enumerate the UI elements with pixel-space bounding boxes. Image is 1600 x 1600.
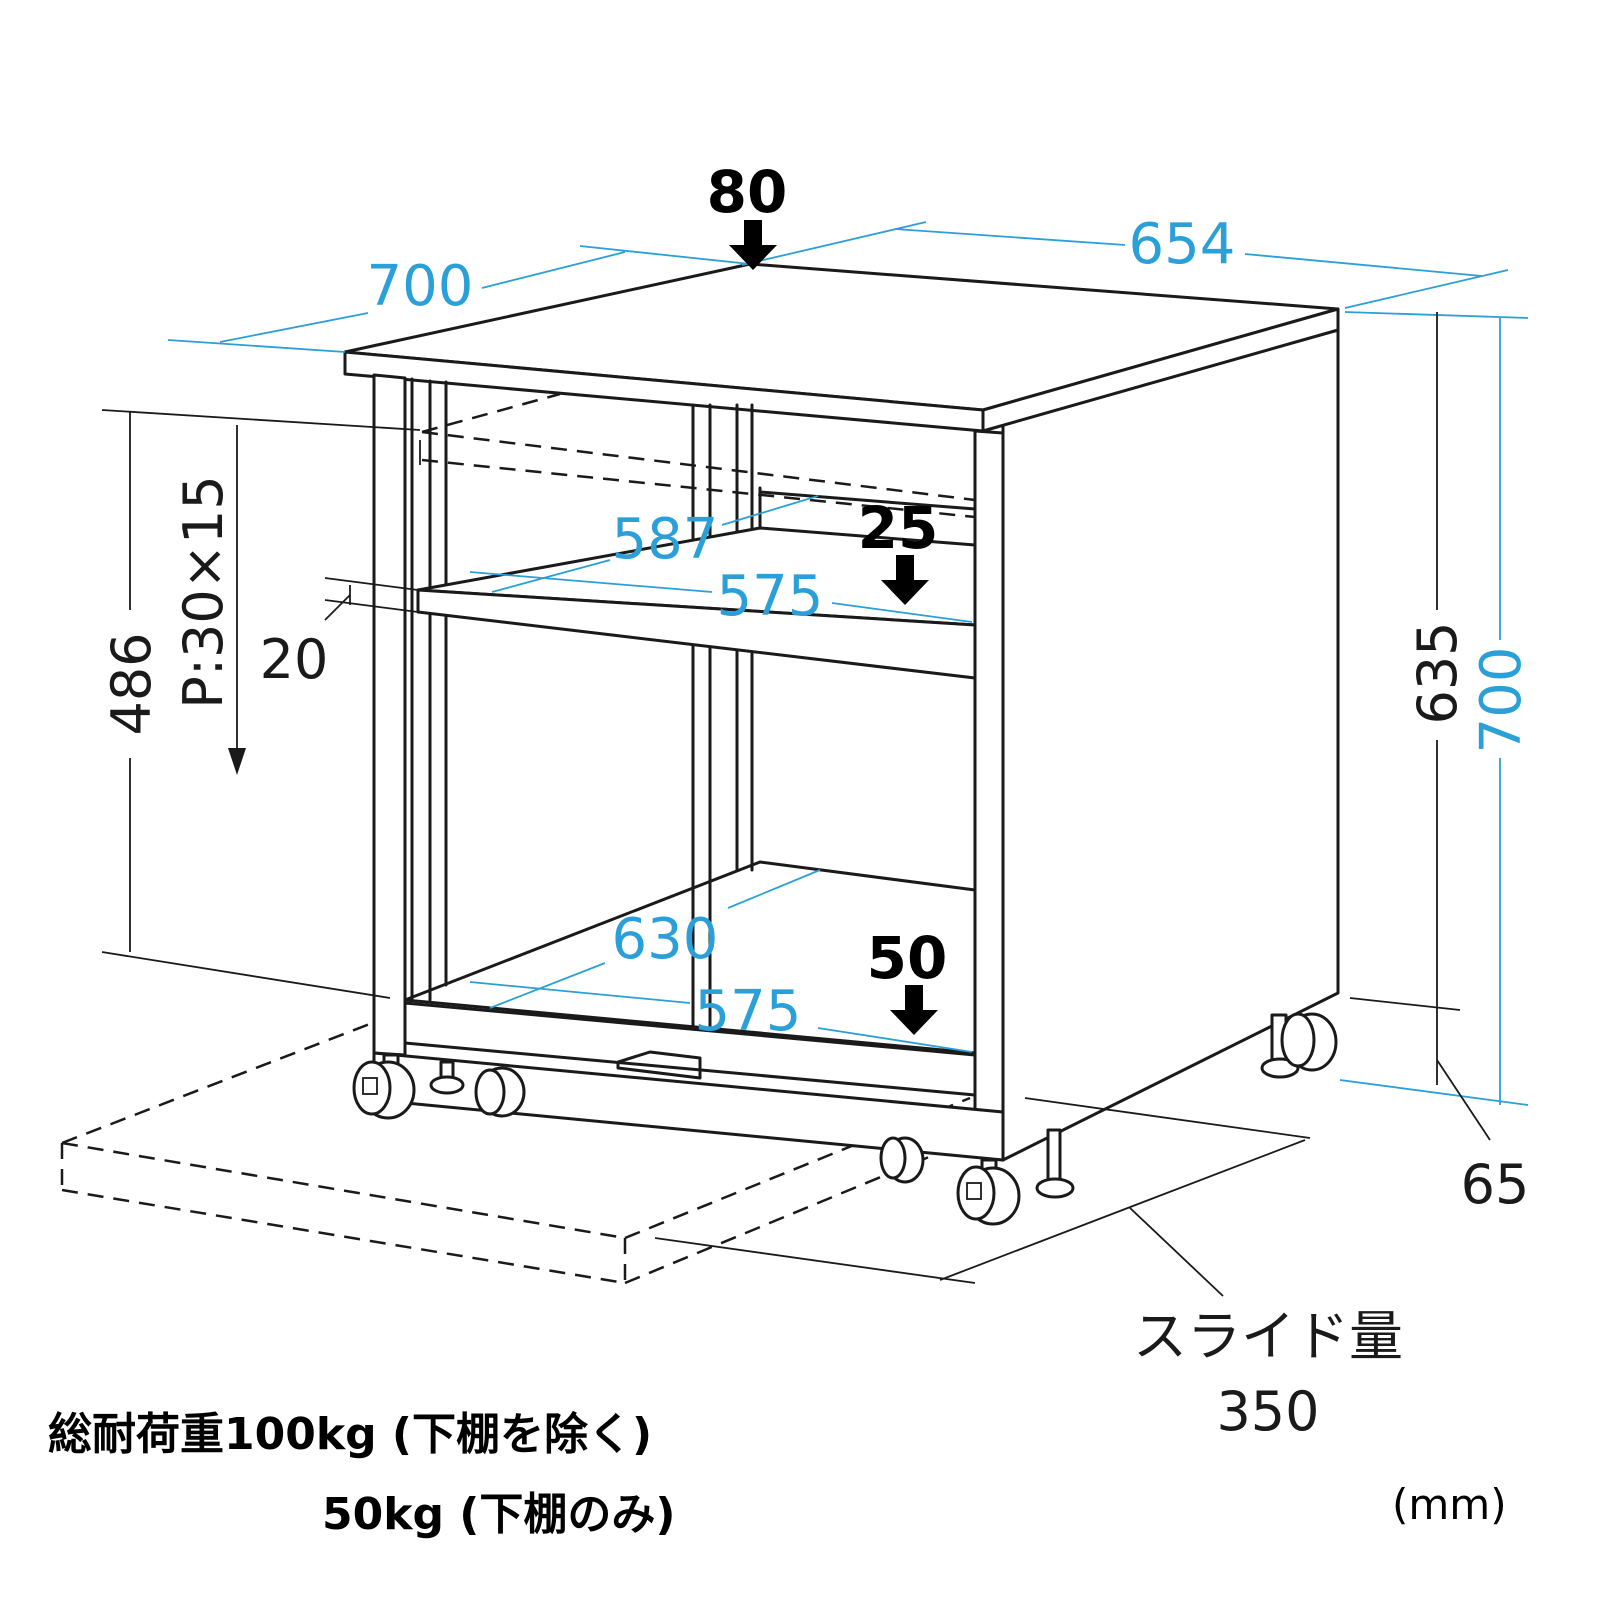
caster-back-right (1035, 1128, 1075, 1199)
caster-back-far (1260, 1012, 1338, 1079)
load-note-total: 総耐荷重100kg (下棚を除く) (48, 1409, 653, 1460)
rack-body (343, 262, 1340, 1162)
unit-label: (mm) (1392, 1480, 1507, 1529)
caster-front-right (956, 1158, 1021, 1226)
caster-front-left-2 (429, 1060, 526, 1118)
bottom-load-label: 50 (867, 924, 948, 992)
load-note-bottom: 50kg (下棚のみ) (322, 1489, 676, 1540)
slide-label: スライド量 (1133, 1305, 1403, 1368)
load-arrow-top (729, 220, 777, 270)
top-load-label: 80 (707, 158, 788, 226)
blue-dimension-lines (167, 221, 1529, 1106)
casters (352, 1012, 1338, 1226)
slide-value-label: 350 (1216, 1380, 1319, 1443)
pitch-label: P:30×15 (172, 475, 235, 708)
inner-height-label: 635 (1406, 621, 1469, 724)
bottom-depth-label: 630 (612, 907, 719, 972)
bottom-width-label: 575 (695, 979, 802, 1044)
black-dimension-lines (101, 312, 1491, 1297)
caster-mid (879, 1136, 925, 1184)
caster-height-label: 65 (1461, 1153, 1530, 1216)
load-arrows (729, 220, 938, 1035)
height-label: 700 (1469, 647, 1534, 754)
slide-platform (60, 1018, 971, 1285)
caster-front-left (352, 1053, 416, 1120)
load-arrow-bottom (890, 985, 938, 1035)
shelf-depth-label: 587 (612, 507, 719, 572)
load-arrow-shelf (881, 555, 929, 605)
shelf-range-label: 486 (100, 632, 163, 735)
shelf-width-label: 575 (717, 564, 824, 629)
depth-label: 654 (1129, 212, 1236, 277)
width-label: 700 (367, 254, 474, 319)
shelf-load-label: 25 (858, 494, 939, 562)
shelf-thickness-label: 20 (260, 628, 329, 691)
